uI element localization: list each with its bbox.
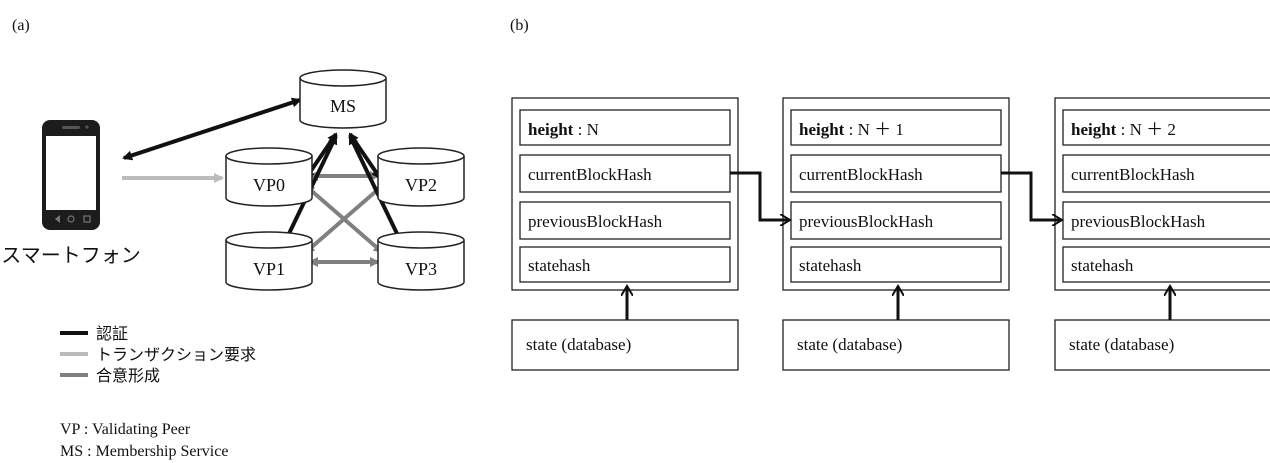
state-db-label: state (database) [1069, 335, 1174, 354]
node-ms: MS [299, 69, 387, 129]
note-vp: VP : Validating Peer [60, 421, 191, 438]
block-height-key: height [528, 120, 574, 139]
block-0: height : N currentBlockHash previousBloc… [511, 97, 739, 291]
node-ms-label: MS [330, 96, 356, 116]
current-block-hash-field: currentBlockHash [528, 165, 652, 184]
block-height-key: height [799, 120, 845, 139]
statehash-field: statehash [799, 256, 862, 275]
node-vp3-label: VP3 [405, 259, 437, 279]
block-height-key: height [1071, 120, 1117, 139]
node-vp1-label: VP1 [253, 259, 285, 279]
note-ms: MS : Membership Service [60, 443, 228, 460]
previous-block-hash-field: previousBlockHash [799, 212, 934, 231]
panel-b-label: (b) [510, 17, 529, 34]
state-db-label: state (database) [526, 335, 631, 354]
block-height-field: height : N [528, 120, 599, 139]
block-height-field: height : N ＋ 1 [799, 120, 904, 139]
block-height-field: height : N ＋ 2 [1071, 120, 1176, 139]
state-db-0: state (database) [511, 319, 739, 371]
edge-ms-vp3 [348, 134, 404, 246]
previous-block-hash-field: previousBlockHash [528, 212, 663, 231]
block-2: height : N ＋ 2 currentBlockHash previous… [1054, 97, 1270, 291]
statehash-field: statehash [1071, 256, 1134, 275]
node-vp2: VP2 [377, 147, 465, 207]
block-1: height : N ＋ 1 currentBlockHash previous… [782, 97, 1010, 291]
block-height-value: : N ＋ 2 [1116, 120, 1176, 139]
node-vp1: VP1 [225, 231, 313, 291]
smartphone-icon [42, 120, 100, 230]
edge-phone-ms [122, 97, 302, 161]
legend-label-auth: 認証 [96, 324, 128, 343]
previous-block-hash-field: previousBlockHash [1071, 212, 1206, 231]
statehash-field: statehash [528, 256, 591, 275]
legend-label-transaction: トランザクション要求 [96, 345, 256, 364]
current-block-hash-field: currentBlockHash [799, 165, 923, 184]
node-vp2-label: VP2 [405, 175, 437, 195]
smartphone-label: スマートフォン [1, 243, 140, 267]
panel-a-label: (a) [12, 17, 30, 34]
current-block-hash-field: currentBlockHash [1071, 165, 1195, 184]
legend-label-consensus: 合意形成 [96, 366, 160, 385]
node-vp0-label: VP0 [253, 175, 285, 195]
hash-link-arrow-0-1 [730, 171, 790, 220]
block-height-value: : N ＋ 1 [844, 120, 904, 139]
hash-link-arrow-1-2 [1001, 171, 1062, 220]
state-db-2: state (database) [1054, 319, 1270, 371]
consensus-edges [304, 171, 384, 267]
legend: 認証 トランザクション要求 合意形成 [60, 324, 256, 385]
state-db-1: state (database) [782, 319, 1010, 371]
state-db-label: state (database) [797, 335, 902, 354]
node-vp3: VP3 [377, 231, 465, 291]
block-height-value: : N [573, 120, 599, 139]
node-vp0: VP0 [225, 147, 313, 207]
